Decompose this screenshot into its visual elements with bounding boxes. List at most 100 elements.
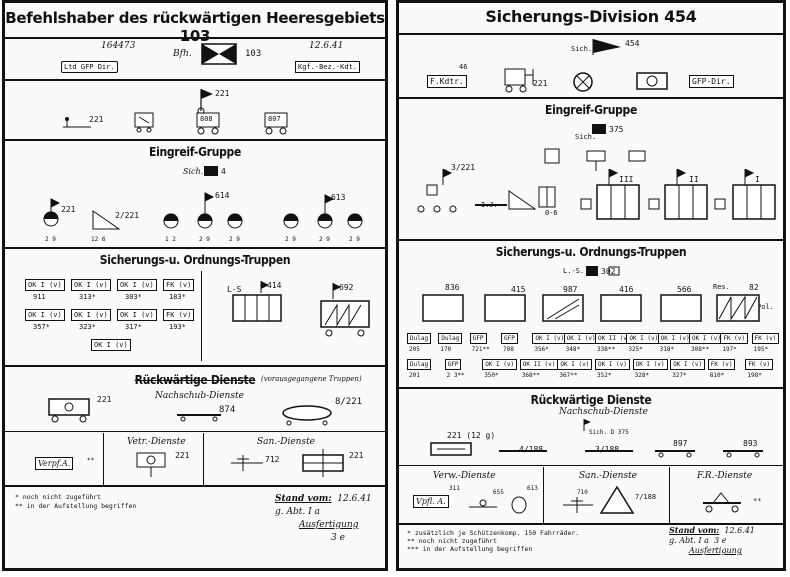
left-box-7: OK I (v) — [117, 309, 157, 321]
right-san-num-1: 710 — [577, 489, 588, 496]
medical-cross-icon — [231, 455, 263, 471]
right-unit-number: 352* — [597, 372, 612, 379]
right-unit-box: FK (v) — [745, 359, 774, 370]
ls-battalion-row-icon — [422, 294, 760, 322]
right-unit-box: OK I (v) — [626, 333, 662, 344]
right-verw-num-3: 613 — [527, 485, 538, 492]
svg-text:12 6: 12 6 — [91, 236, 106, 243]
right-ls-number: 302 — [601, 267, 616, 276]
signal-unit-icon — [63, 117, 91, 128]
right-eingreif-section: Eingreif-Gruppe Sich. 375 3/221 I.J. 0-6… — [399, 97, 783, 239]
left-san-num-1: 712 — [265, 455, 280, 464]
right-unit-number: 205 — [409, 346, 420, 353]
armored-train-icon — [320, 283, 370, 337]
right-unit-number: 721** — [471, 346, 490, 353]
left-box-5-num: 357* — [33, 323, 50, 331]
right-ls-unit-5: 566 — [677, 285, 692, 294]
right-fkdtr-box: F.Kdtr. — [427, 75, 467, 88]
right-vpfl-box: Vpfl. A. — [413, 495, 449, 508]
left-eingreif-sich-number: 4 — [221, 167, 226, 176]
svg-text:2 9: 2 9 — [229, 236, 240, 243]
right-unit-box: GFP — [469, 333, 487, 344]
veterinary-icon — [136, 452, 166, 477]
left-stand-block: Stand vom: 12.6.41 g. Abt. I a Ausfertig… — [275, 493, 372, 545]
left-train-number: 692 — [339, 283, 354, 292]
left-box-1: OK I (v) — [25, 279, 65, 291]
right-ls-unit-1: 836 — [445, 283, 460, 292]
supply-truck-icon — [48, 398, 90, 423]
left-sicherung-title: Sicherungs-u. Ordnungs-Truppen — [99, 253, 291, 267]
right-ls-label: L.-S. — [563, 267, 585, 275]
right-gfp-box: GFP-Dir. — [689, 75, 734, 88]
right-sicherung-title: Sicherungs-u. Ordnungs-Truppen — [495, 245, 687, 259]
right-unit-box: OK II (v) — [519, 359, 559, 370]
right-ls-unit-4: 416 — [619, 285, 634, 294]
ls-regiment-icon — [586, 266, 620, 276]
left-chart-panel: Befehlshaber des rückwärtigen Heeresgebi… — [2, 0, 388, 571]
right-stand-ausf: Ausfertigung — [689, 546, 742, 555]
left-eingreif-title: Eingreif-Gruppe — [149, 145, 241, 159]
right-fr-note: ** — [753, 497, 762, 505]
right-unit-number: 708 — [503, 346, 514, 353]
radio-truck-icon — [134, 112, 154, 133]
right-footer: * zusätzlich je Schützenkomp. 150 Fahrrä… — [399, 523, 783, 568]
landesschuetzen-icon — [232, 281, 282, 322]
left-sicherung-section: Sicherungs-u. Ordnungs-Truppen OK I (v) … — [5, 247, 385, 365]
right-unit-number: 338** — [597, 346, 616, 353]
right-unit-box: OK I (v) — [482, 359, 518, 370]
left-notes: * noch nicht zugeführt ** in der Aufstel… — [15, 493, 136, 511]
left-rueck-note: (vorausgegangene Truppen) — [261, 375, 362, 383]
eingreif-flag-icon — [204, 166, 218, 176]
staff-units-icon — [544, 148, 646, 171]
right-stand-block: Stand vom: 12.6.41 g. Abt. I a 3 e Ausfe… — [669, 525, 755, 556]
left-rueck-hrule — [5, 431, 385, 432]
fuel-tank-icon — [282, 405, 332, 426]
left-stand-ausf: Ausfertigung — [299, 520, 359, 530]
right-rueck-div-2 — [669, 467, 670, 523]
left-rueck-title: Rückwärtige Dienste — [134, 373, 256, 387]
left-eingreif-unit-4: 613 — [331, 193, 346, 202]
left-nachschub-1: 221 — [97, 395, 112, 404]
right-eingreif-title: Eingreif-Gruppe — [545, 103, 637, 117]
left-san-num-2: 221 — [349, 451, 364, 460]
vehicle-807-icon — [264, 112, 288, 135]
right-sicherung-section: Sicherungs-u. Ordnungs-Truppen L.-S. 302… — [399, 239, 783, 387]
left-nachschub-2: 874 — [219, 405, 236, 415]
right-ls-unit-3: 987 — [563, 285, 578, 294]
svg-text:2 9: 2 9 — [285, 236, 296, 243]
right-sich-d: Sich. D 375 — [589, 429, 629, 436]
left-eingreif-sich-label: Sich. — [183, 167, 204, 176]
right-unit-box: Dulag — [407, 333, 432, 344]
left-box-6: OK I (v) — [71, 309, 111, 321]
right-rueck-hrule — [399, 465, 783, 466]
signal-vehicle-icon — [504, 68, 534, 93]
right-eingreif-unit-1: 3/221 — [451, 163, 476, 172]
left-verpf-box: Verpf.A. — [35, 457, 74, 470]
left-hq-date: 12.6.41 — [309, 41, 344, 51]
right-ls-unit-2: 415 — [511, 285, 526, 294]
right-rueck-title: Rückwärtige Dienste — [530, 393, 652, 407]
right-hq-sich-label: Sich. — [571, 45, 593, 53]
right-eingreif-unit-3: 0-6 — [545, 209, 558, 217]
right-unit-number: 2 3** — [446, 372, 465, 379]
right-hq-number: 454 — [625, 39, 640, 48]
left-sicherung-divider — [201, 271, 202, 361]
right-chart-panel: Sicherungs-Division 454 Sich. 454 46 F.K… — [396, 0, 786, 571]
svg-text:2 9: 2 9 — [199, 236, 210, 243]
left-eingreif-unit-2: 2/221 — [115, 211, 140, 220]
right-eingreif-flag-icon — [592, 124, 606, 134]
left-verpf-note: ** — [87, 457, 95, 464]
left-box-1-num: 911 — [33, 293, 46, 301]
left-rueck-div-1 — [103, 433, 104, 485]
left-box-8: FK (v) — [163, 309, 195, 321]
svg-text:2 9: 2 9 — [319, 236, 330, 243]
right-eingreif-sich-number: 375 — [609, 125, 624, 134]
left-footer: * noch nicht zugeführt ** in der Aufstel… — [5, 485, 385, 568]
right-stand-abt: g. Abt. I a — [669, 536, 709, 545]
right-unit-number: 368** — [521, 372, 540, 379]
left-box-5: OK I (v) — [25, 309, 65, 321]
left-nachschub-3: 8/221 — [335, 397, 363, 407]
